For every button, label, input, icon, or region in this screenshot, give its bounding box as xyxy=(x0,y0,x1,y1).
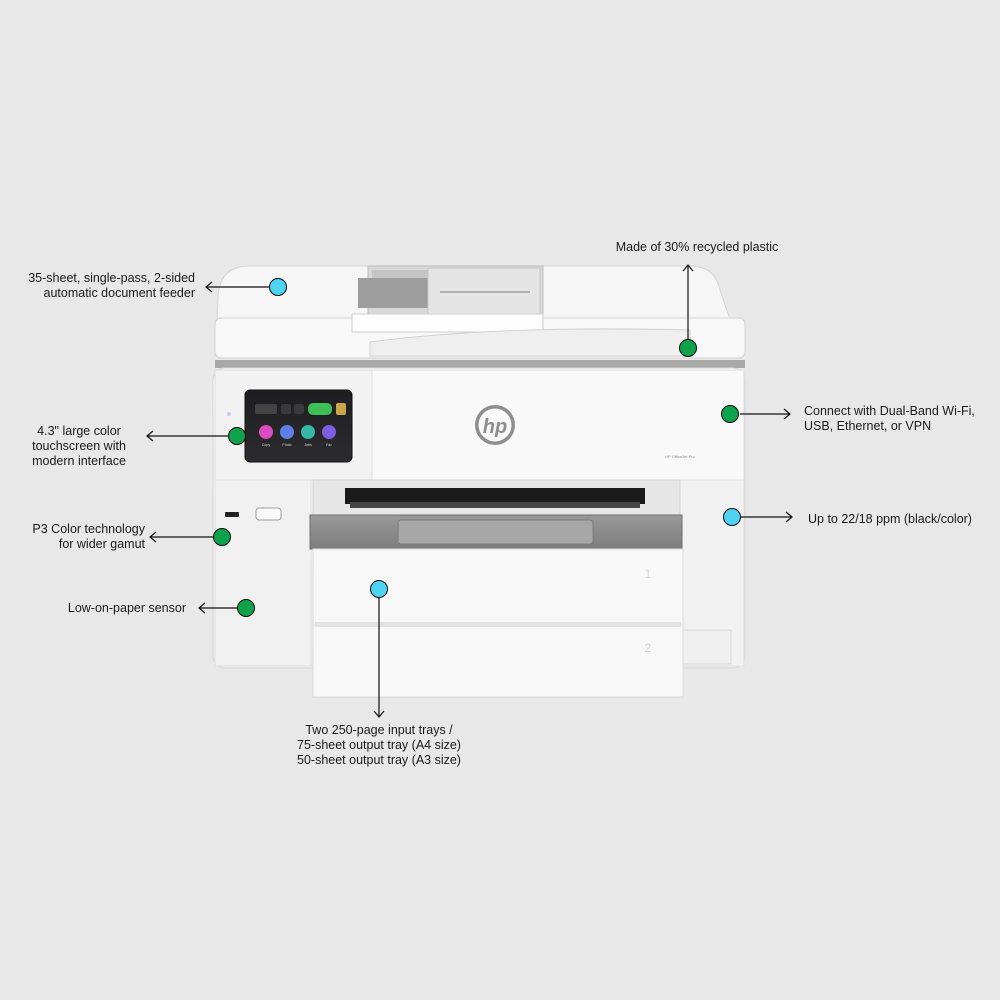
svg-text:1: 1 xyxy=(645,567,652,581)
touchscreen-dot xyxy=(228,427,246,445)
output-tray xyxy=(309,479,683,550)
usb-port xyxy=(225,512,239,517)
speed-label: Up to 22/18 ppm (black/color) xyxy=(808,512,972,526)
adf-label: 35-sheet, single-pass, 2-sided automatic… xyxy=(28,271,195,300)
p3color-label: P3 Color technology for wider gamut xyxy=(32,522,145,551)
touchscreen-label: 4.3" large color touchscreen with modern… xyxy=(32,424,126,468)
sensor-dot xyxy=(237,599,255,617)
screen-app-copy: Copy xyxy=(262,443,270,447)
speed-dot xyxy=(723,508,741,526)
touchscreen: Copy Photo Jobs Fax xyxy=(244,389,353,463)
trays-dot xyxy=(370,580,388,598)
screen-app-photo: Photo xyxy=(282,443,291,447)
document-feeder xyxy=(214,265,746,368)
hp-logo: hp xyxy=(475,405,515,445)
connect-label: Connect with Dual-Band Wi-Fi, USB, Ether… xyxy=(804,404,975,433)
trays-label: Two 250-page input trays / 75-sheet outp… xyxy=(297,723,461,767)
model-text: HP OfficeJet Pro xyxy=(665,454,695,459)
input-trays: 1 2 xyxy=(312,548,732,698)
recycled-label: Made of 30% recycled plastic xyxy=(615,240,779,254)
p3color-dot xyxy=(213,528,231,546)
adf-dot xyxy=(269,278,287,296)
recycled-dot xyxy=(679,339,697,357)
connect-dot xyxy=(721,405,739,423)
screen-app-fax: Fax xyxy=(326,443,332,447)
svg-text:2: 2 xyxy=(645,641,652,655)
sensor-label: Low-on-paper sensor xyxy=(67,601,186,615)
hp-logo-text: hp xyxy=(483,416,507,438)
screen-app-jobs: Jobs xyxy=(304,443,312,447)
